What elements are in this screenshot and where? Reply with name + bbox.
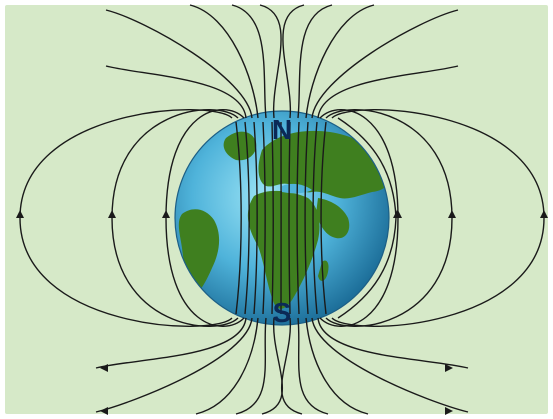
- field-line-interior: [288, 121, 291, 315]
- field-line-arrow: [16, 210, 24, 218]
- field-line-bottom-left: [195, 317, 259, 415]
- field-line-arrow: [100, 364, 108, 372]
- north-pole-label: N: [272, 114, 292, 145]
- field-line-bottom-right: [280, 317, 303, 415]
- field-line-top-left: [105, 9, 253, 119]
- field-line-interior: [304, 121, 309, 315]
- field-line-arrow: [393, 210, 401, 218]
- field-line-top-right: [282, 4, 305, 119]
- field-line-bottom-right: [311, 317, 469, 413]
- field-line-interior: [296, 121, 300, 315]
- field-line-interior: [253, 121, 258, 315]
- field-line-top-left: [259, 4, 282, 119]
- field-line-top-left: [105, 65, 247, 119]
- field-line-arrow: [445, 407, 453, 415]
- madagascar-shape: [318, 260, 329, 281]
- field-line-arrow: [448, 210, 456, 218]
- field-line-interior: [235, 121, 242, 315]
- arabia-shape: [316, 198, 350, 239]
- field-line-bottom-left: [95, 317, 247, 369]
- field-line-bottom-left: [235, 317, 267, 415]
- field-line-interior: [271, 121, 274, 315]
- field-line-top-right: [297, 4, 333, 119]
- field-line-arrow: [162, 210, 170, 218]
- field-line-interior: [312, 121, 318, 315]
- greenland-shape: [223, 131, 257, 161]
- eurasia-shape: [258, 130, 389, 199]
- field-line-interior: [320, 121, 327, 315]
- field-line-arrow: [540, 210, 548, 218]
- field-line-bottom-right: [305, 317, 369, 415]
- field-line-top-right: [311, 9, 459, 119]
- field-line-interior: [262, 121, 266, 315]
- field-line-arrow: [445, 364, 453, 372]
- field-line-bottom-left: [261, 317, 284, 415]
- globe-outline: [174, 110, 390, 326]
- field-line-top-left: [189, 4, 259, 119]
- field-lines: [16, 4, 548, 415]
- field-line-arrow: [100, 407, 108, 415]
- field-line-top-right: [305, 4, 375, 119]
- field-line-top-right: [317, 65, 459, 119]
- field-line-bottom-left: [95, 317, 253, 413]
- field-line-top-left: [231, 4, 267, 119]
- field-line-bottom-right: [297, 317, 329, 415]
- south-pole-label: S: [273, 297, 292, 328]
- field-line-interior: [244, 121, 250, 315]
- field-line-arrow: [108, 210, 116, 218]
- field-line-bottom-right: [317, 317, 469, 369]
